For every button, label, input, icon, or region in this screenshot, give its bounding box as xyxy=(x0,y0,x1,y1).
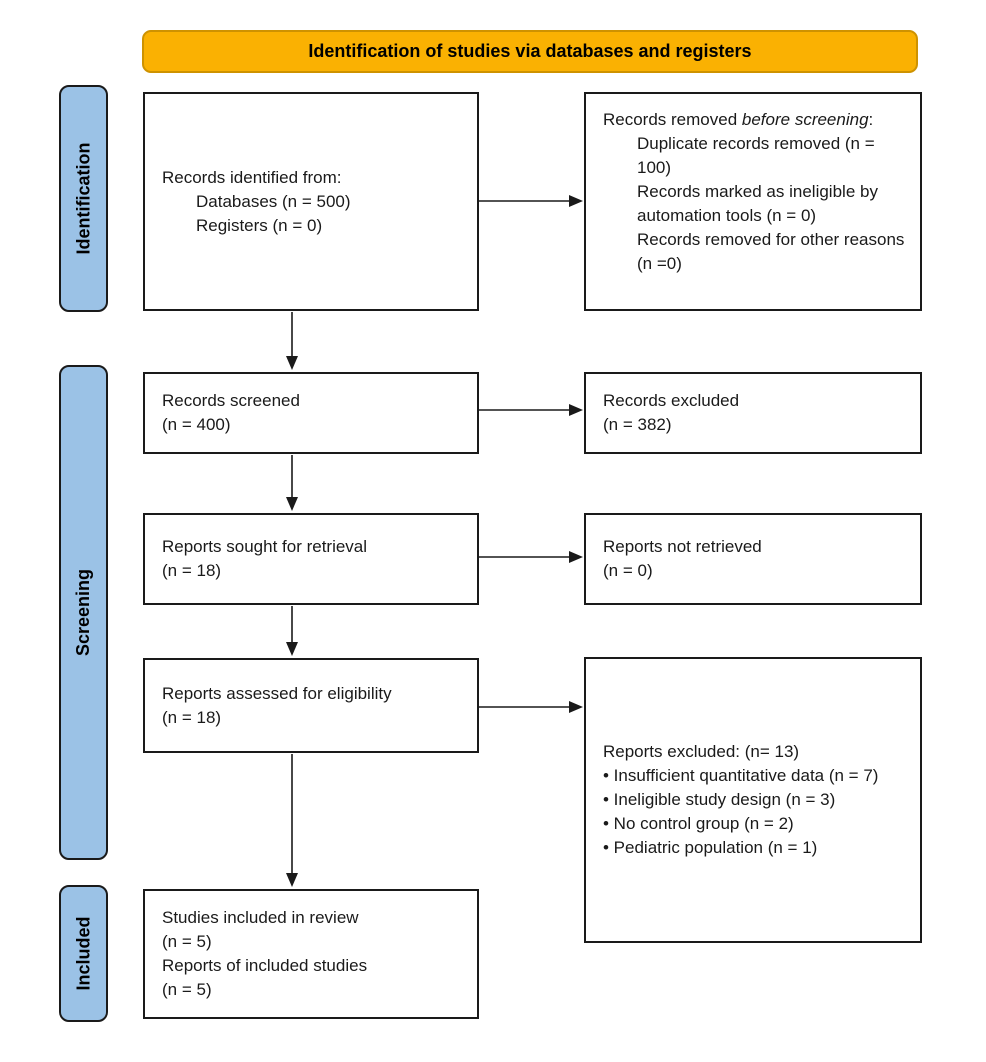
box-reports-not-retrieved: Reports not retrieved (n = 0) xyxy=(584,513,922,605)
box-text-line: • Insufficient quantitative data (n = 7) xyxy=(603,766,879,785)
stage-label-included-text: Included xyxy=(73,916,94,991)
box-text-line: Records removed before screening: xyxy=(603,108,906,132)
box-records-excluded: Records excluded (n = 382) xyxy=(584,372,922,454)
box-text-line: Reports not retrieved xyxy=(603,537,762,556)
stage-label-identification-text: Identification xyxy=(73,142,93,255)
box-text-line: Databases (n = 500) xyxy=(196,191,351,211)
box-records-removed-before-screening: Records removed before screening: Duplic… xyxy=(584,92,922,311)
box-reports-assessed: Reports assessed for eligibility (n = 18… xyxy=(143,658,479,753)
box-text-line: • No control group (n = 2) xyxy=(603,814,794,833)
box-records-screened: Records screened (n = 400) xyxy=(143,372,479,454)
box-text-line: Reports assessed for eligibility xyxy=(162,683,392,703)
box-studies-included: Studies included in review (n = 5) Repor… xyxy=(143,889,479,1019)
intro-italic: before screening xyxy=(741,110,869,129)
box-text-line: Duplicate records removed (n = 100) xyxy=(637,134,875,177)
box-text-line: (n = 400) xyxy=(162,415,231,434)
box-text-line: Records marked as ineligible by automati… xyxy=(637,182,878,225)
intro-suffix: : xyxy=(868,110,874,129)
box-text-line: (n = 5) xyxy=(162,932,212,951)
box-text-line: Records removed for other reasons (n =0) xyxy=(637,230,905,273)
box-text-line: (n = 5) xyxy=(162,980,212,999)
box-text-line: Records screened xyxy=(162,391,300,410)
box-text-line: (n = 18) xyxy=(162,707,222,727)
box-text-line: Reports sought for retrieval xyxy=(162,537,368,556)
stage-label-screening: Screening xyxy=(59,365,108,860)
box-reports-excluded: Reports excluded: (n= 13) • Insufficient… xyxy=(584,657,922,943)
box-text-line: (n = 18) xyxy=(162,561,222,580)
box-text-line: Registers (n = 0) xyxy=(196,215,323,235)
box-text-line: Reports excluded: (n= 13) xyxy=(603,742,800,761)
box-text-line: Reports of included studies xyxy=(162,956,368,975)
stage-label-identification: Identification xyxy=(59,85,108,312)
box-text-line: Records identified from: xyxy=(162,167,342,187)
stage-label-screening-text: Screening xyxy=(73,568,93,657)
box-text-line: • Ineligible study design (n = 3) xyxy=(603,790,836,809)
box-text-line: Studies included in review xyxy=(162,908,359,927)
stage-label-included: Included xyxy=(59,885,108,1022)
box-text-line: (n = 382) xyxy=(603,415,672,434)
banner: Identification of studies via databases … xyxy=(142,30,918,73)
box-text-line: • Pediatric population (n = 1) xyxy=(603,838,818,857)
banner-title: Identification of studies via databases … xyxy=(308,41,752,61)
box-text-line: Records excluded xyxy=(603,391,740,410)
intro-normal: Records removed xyxy=(603,110,742,129)
box-text-line: (n = 0) xyxy=(603,561,653,580)
box-reports-sought: Reports sought for retrieval (n = 18) xyxy=(143,513,479,605)
box-records-identified: Records identified from: Databases (n = … xyxy=(143,92,479,311)
